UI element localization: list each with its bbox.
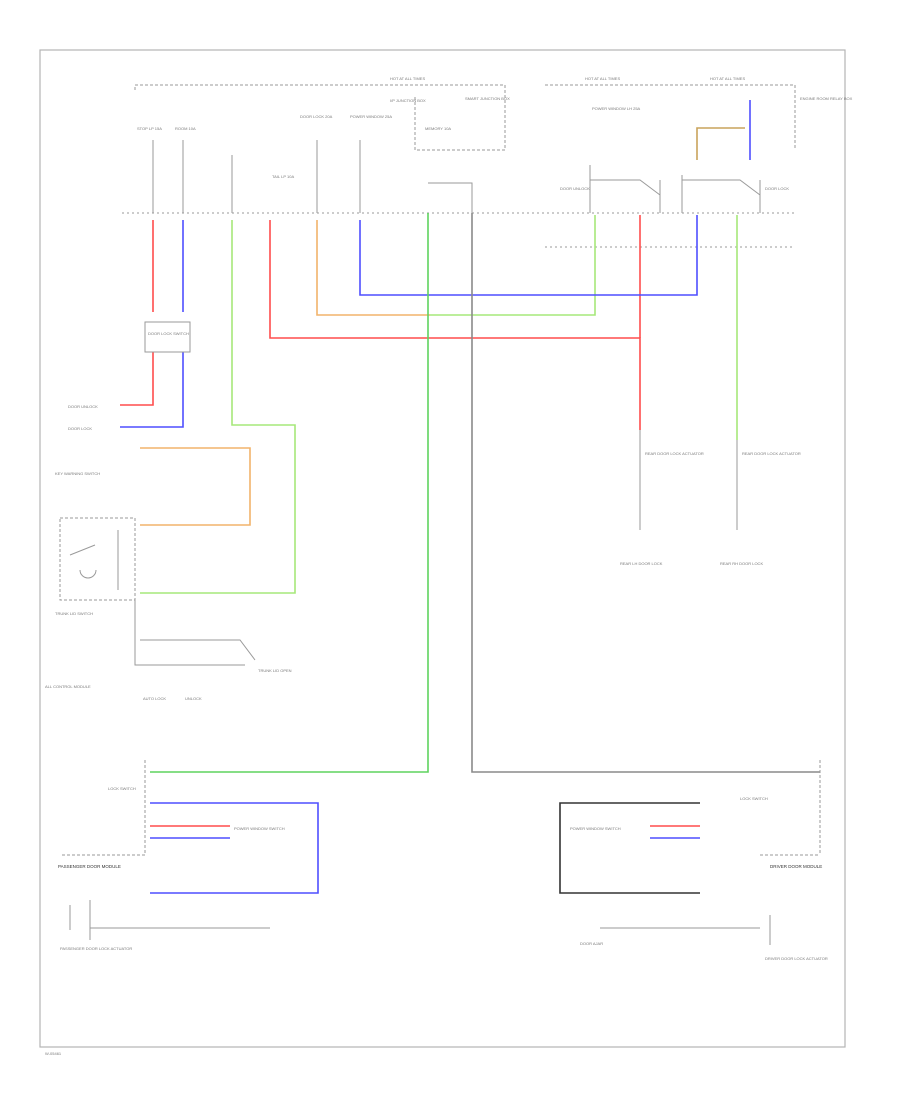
key-switch-box [59,517,136,601]
rear-door-rh-label: REAR RH DOOR LOCK [720,561,763,566]
door-lock-label: DOOR LOCK [68,426,92,431]
pw-switch-label-1: POWER WINDOW SWITCH [234,826,285,831]
door-lock-switch[interactable] [144,321,191,353]
fuse-d-label: POWER WINDOW 25A [350,114,392,119]
engine-room-label: ENGINE ROOM RELAY BOX [800,96,853,101]
hot-label-2: HOT AT ALL TIMES [585,76,620,81]
passenger-actuator-label: PASSENGER DOOR LOCK ACTUATOR [60,946,132,951]
auto-lock-label: AUTO LOCK [143,696,166,701]
fuse-box-outline [134,84,506,151]
wire-tan-1 [696,127,745,160]
driver-actuator-label: DRIVER DOOR LOCK ACTUATOR [765,956,828,961]
smart-junction-label: SMART JUNCTION BOX [465,96,510,101]
wire-blue-2 [120,352,184,428]
relay-1 [589,165,661,213]
hot-label-3: HOT AT ALL TIMES [710,76,745,81]
tail-fuse-label: TAIL LP 10A [272,174,294,179]
diagram-frame [39,49,846,1048]
ijb-label: I/P JUNCTION BOX [390,98,426,103]
trunk-lid-label: TRUNK LID SWITCH [55,611,93,616]
passenger-actuator [69,900,270,940]
memory-drop [428,182,473,213]
fuse-b-label: ROOM 10A [175,126,196,131]
wire-green-3 [150,213,429,773]
wire-gray-1 [471,213,820,773]
wire-green-2 [430,215,596,316]
wire-blue-3 [359,215,698,296]
unlock-label: UNLOCK [185,696,202,701]
driver-actuator [600,915,771,945]
fuse-e-label: POWER WINDOW LH 25A [592,106,641,111]
diagram-code: W-05461 [45,1051,62,1056]
trunk-lid-open-label: TRUNK LID OPEN [258,668,292,673]
rear-lock-lh-label: REAR DOOR LOCK ACTUATOR [645,451,704,456]
door-unlock-relay-label: DOOR UNLOCK [560,186,590,191]
rear-lock-rh-label: REAR DOOR LOCK ACTUATOR [742,451,801,456]
driver-module-frame [760,760,821,856]
wire-red-2 [120,352,154,406]
relay-2 [681,175,761,213]
fuse-c-label: DOOR LOCK 20A [300,114,333,119]
fuse-a-label: STOP LP 15A [137,126,162,131]
door-unlock-label: DOOR UNLOCK [68,404,98,409]
hot-label-1: HOT AT ALL TIMES [390,76,425,81]
driver-module-label: DRIVER DOOR MODULE [770,864,822,869]
wire-blue-5 [150,802,319,894]
trunk-switch [134,600,256,666]
door-lock-relay-label: DOOR LOCK [765,186,789,191]
rear-door-lh-label: REAR LH DOOR LOCK [620,561,663,566]
pw-switch-label-2: POWER WINDOW SWITCH [570,826,621,831]
passenger-module-label: PASSENGER DOOR MODULE [58,864,121,869]
door-ajar-label: DOOR AJAR [580,941,603,946]
wire-orange-2 [316,220,430,316]
relay-box-outline [545,84,796,150]
wire-black-1 [559,802,700,894]
wire-red-3 [269,220,641,430]
key-warning-label: KEY WARNING SWITCH [55,471,100,476]
door-lock-switch-label: DOOR LOCK SWITCH [148,331,189,336]
driver-lock-sw-label: LOCK SWITCH [740,796,768,801]
key-switch-symbol [69,530,119,590]
passenger-module-frame [60,760,146,856]
all-control-label: ALL CONTROL MODULE [45,684,91,689]
wire-orange-1 [140,447,251,526]
passenger-lock-sw-label: LOCK SWITCH [108,786,136,791]
memory-fuse-label: MEMORY 10A [425,126,451,131]
wire-green-1 [140,220,296,594]
